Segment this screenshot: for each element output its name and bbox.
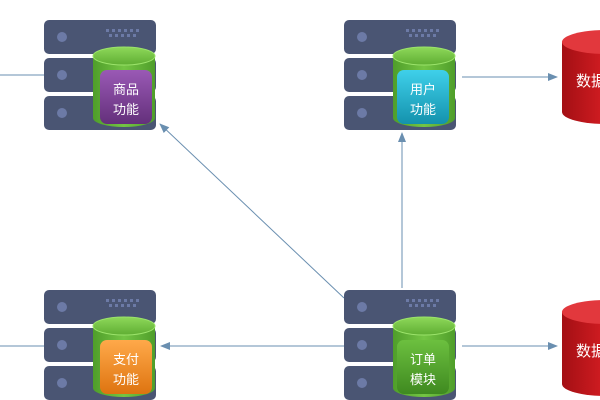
arrow-order-to-goods bbox=[159, 123, 345, 299]
order-badge bbox=[397, 340, 449, 394]
database-top-label: 数据 bbox=[576, 72, 600, 90]
database-icon bbox=[562, 312, 600, 396]
payment-badge bbox=[100, 340, 152, 394]
payment-label-line2: 功能 bbox=[113, 373, 139, 388]
goods-badge bbox=[100, 70, 152, 124]
connections bbox=[0, 73, 558, 350]
user-badge bbox=[397, 70, 449, 124]
order-label-line1: 订单 bbox=[410, 353, 436, 368]
goods-label-line1: 商品 bbox=[113, 83, 139, 98]
node-order: 订单 模块 bbox=[344, 290, 456, 400]
payment-label-line1: 支付 bbox=[113, 353, 139, 368]
database-icon bbox=[562, 42, 600, 124]
user-label-line1: 用户 bbox=[410, 82, 436, 98]
database-bottom: 数据 bbox=[562, 300, 600, 396]
node-user: 用户 功能 bbox=[344, 20, 456, 130]
node-goods: 商品 功能 bbox=[44, 20, 156, 130]
order-label-line2: 模块 bbox=[410, 373, 436, 388]
goods-label-line2: 功能 bbox=[113, 103, 139, 118]
user-label-line2: 功能 bbox=[410, 103, 436, 118]
node-payment: 支付 功能 bbox=[44, 290, 156, 400]
database-top: 数据 bbox=[562, 30, 600, 124]
database-bottom-label: 数据 bbox=[576, 342, 600, 360]
